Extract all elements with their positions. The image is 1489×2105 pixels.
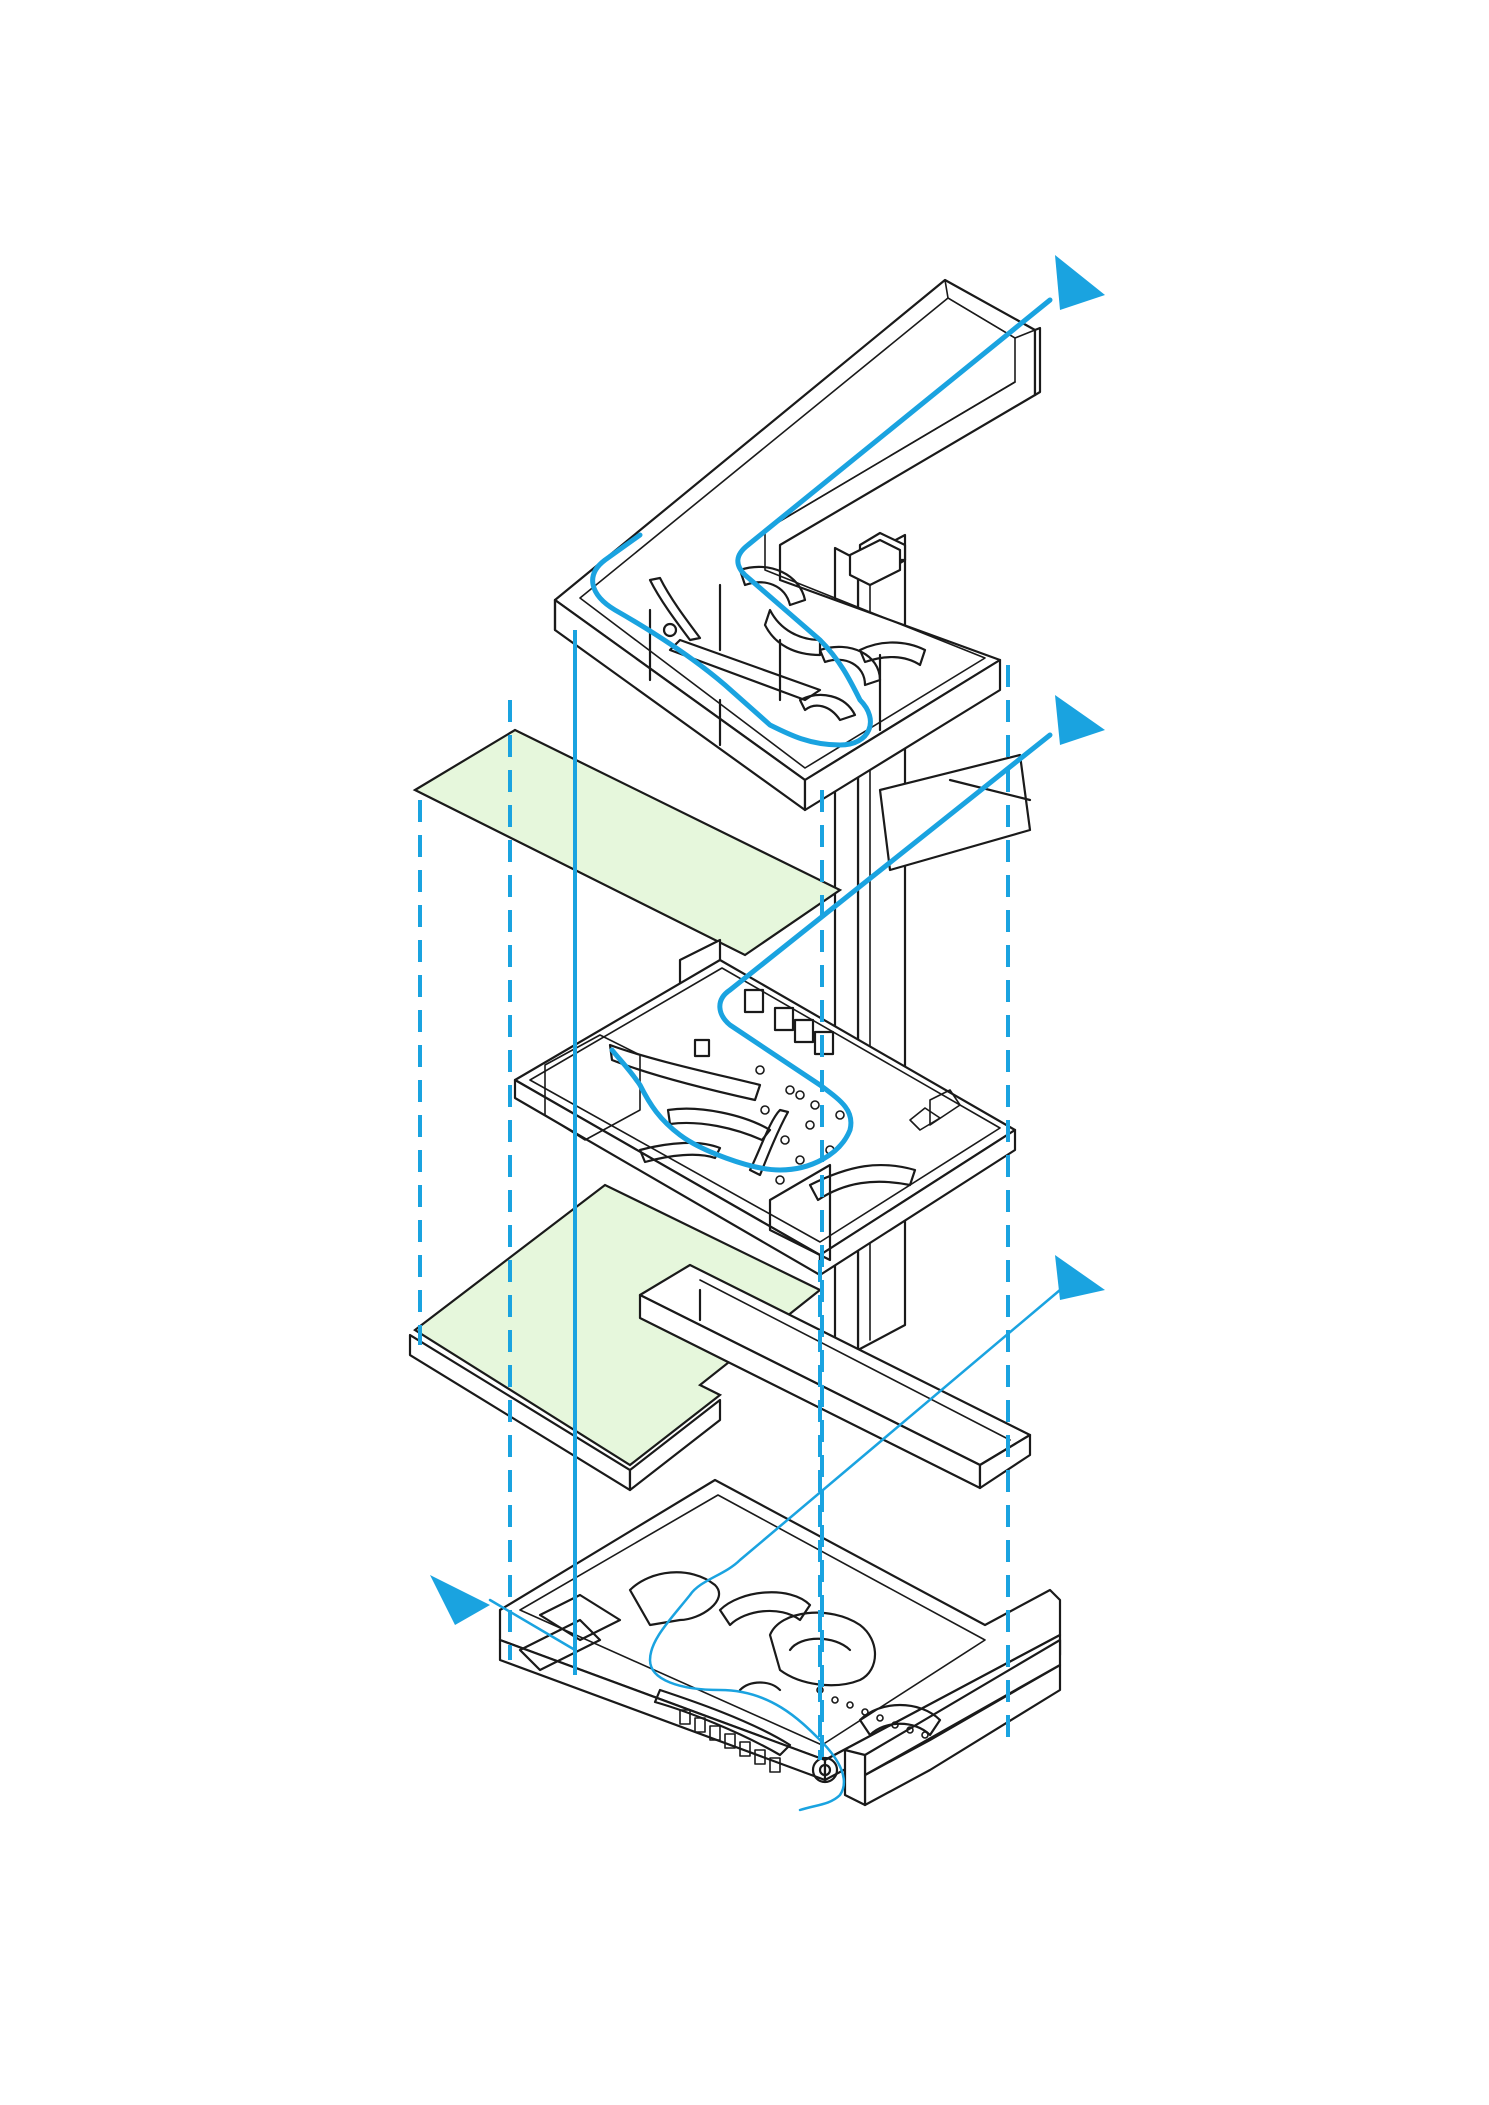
circulation-paths xyxy=(488,297,1062,1812)
green-roof-lower xyxy=(413,1183,823,1467)
arrow-triangle-icon xyxy=(430,1575,490,1625)
arrow-triangle-icon xyxy=(1055,695,1105,745)
projection-lines xyxy=(418,630,1010,1760)
arrow-triangle-icon xyxy=(1055,1255,1105,1300)
ground-floor xyxy=(498,1478,1062,1807)
circulation-route-top xyxy=(590,297,1053,748)
circulation-route-ground xyxy=(648,1288,1062,1812)
lower-slab xyxy=(408,1183,1032,1492)
direction-arrows xyxy=(430,255,1105,1625)
circulation-route-middle xyxy=(609,732,1053,1173)
green-roof-upper xyxy=(412,728,843,957)
arrow-triangle-icon xyxy=(1055,255,1105,310)
top-floor xyxy=(553,278,1042,812)
